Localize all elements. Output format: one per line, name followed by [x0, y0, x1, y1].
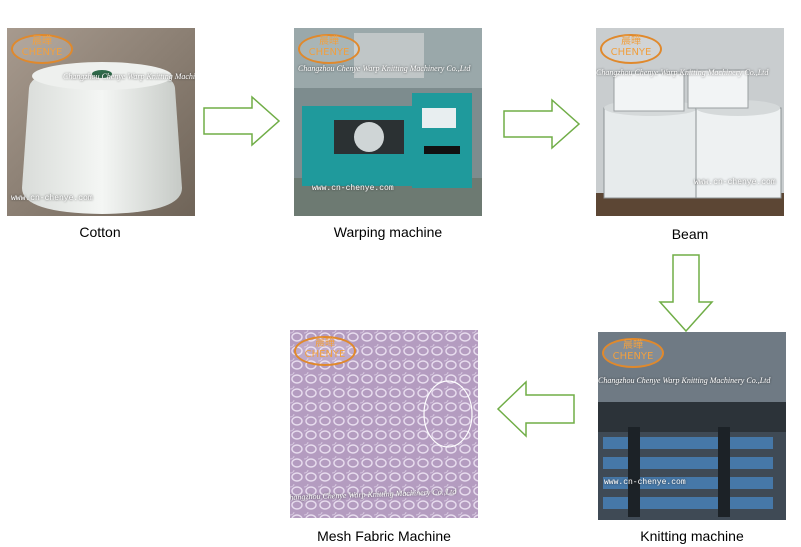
step-label-warping-machine: Warping machine — [333, 224, 443, 240]
url-watermark: www.cn-chenye.com — [694, 178, 776, 187]
company-watermark: Changzhou Chenye Warp Knitting Machinery… — [596, 68, 769, 77]
step-label-cotton: Cotton — [79, 224, 121, 240]
arrow-down-icon — [658, 254, 714, 333]
step-label-mesh-fabric-machine: Mesh Fabric Machine — [317, 528, 451, 544]
arrow-left-icon — [496, 380, 575, 438]
url-watermark: www.cn-chenye.com — [604, 478, 686, 487]
company-watermark: Changzhou Chenye Warp Knitting Machinery… — [298, 64, 471, 73]
step-label-beam: Beam — [671, 226, 709, 242]
arrow-right-icon — [503, 98, 581, 150]
step-label-knitting-machine: Knitting machine — [640, 528, 744, 544]
company-watermark: Changzhou Chenye Warp Knitting Machinery… — [598, 376, 771, 385]
url-watermark: www.cn-chenye.com — [312, 184, 394, 193]
url-watermark: www.cn-chenye.com — [11, 194, 93, 203]
cotton-cone-image — [7, 28, 195, 216]
company-watermark: Changzhou Chenye Warp Knitting Machinery… — [63, 72, 195, 81]
arrow-right-icon — [203, 95, 281, 147]
